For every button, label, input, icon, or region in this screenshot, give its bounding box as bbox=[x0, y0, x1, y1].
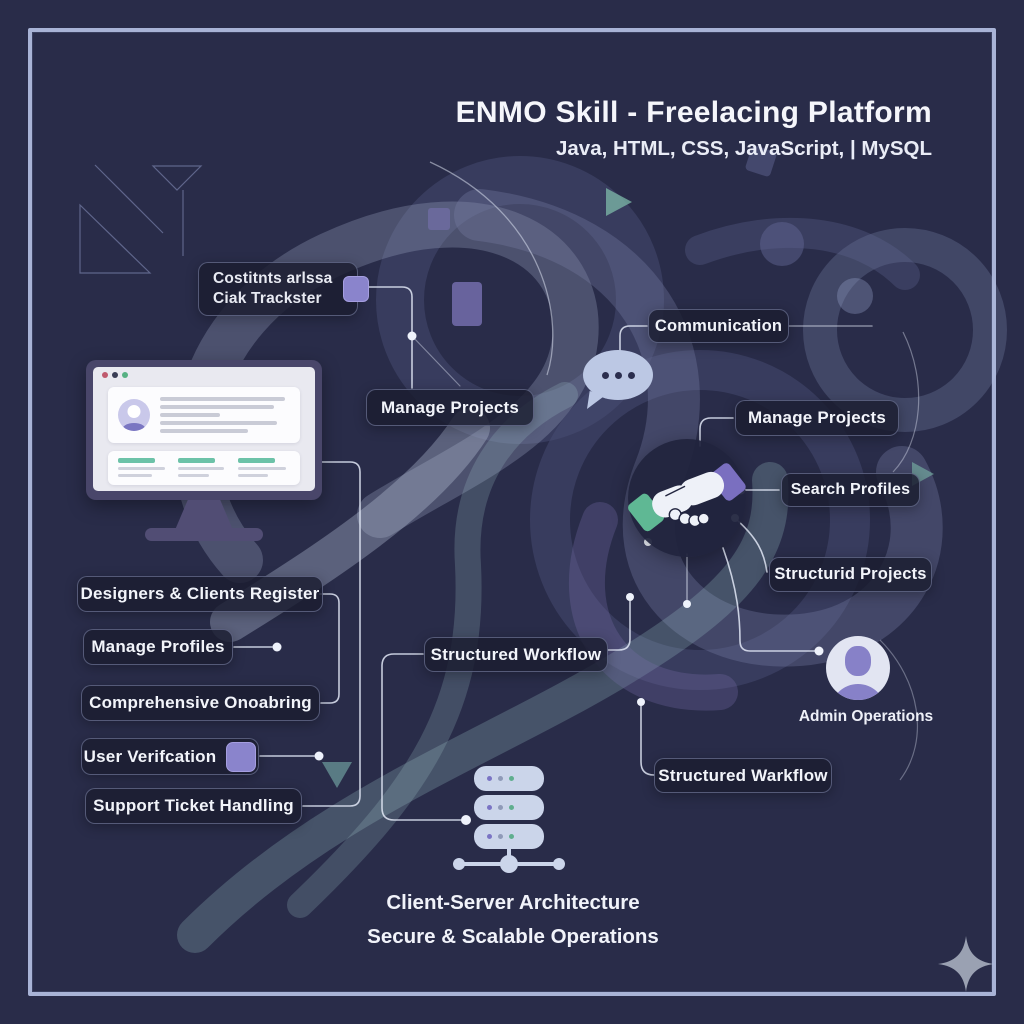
label-communication: Communication bbox=[648, 309, 789, 343]
sparkle-icon bbox=[938, 936, 994, 992]
label-manage-projects-right: Manage Projects bbox=[735, 400, 899, 436]
database-server-icon bbox=[474, 766, 544, 853]
chat-bubble-icon bbox=[583, 350, 653, 409]
label-manage-projects-left: Manage Projects bbox=[366, 389, 534, 426]
label-structured-workflow-right: Structured Warkflow bbox=[654, 758, 832, 793]
title-block: ENMO Skill - Freelacing Platform Java, H… bbox=[456, 96, 932, 161]
handshake-icon bbox=[628, 439, 746, 557]
label-search-profiles: Search Profiles bbox=[781, 473, 920, 507]
footer-line1: Client-Server Architecture bbox=[386, 891, 640, 914]
line-art-glyph bbox=[79, 164, 203, 274]
admin-operations-label: Admin Operations bbox=[798, 708, 934, 725]
label-structured-workflow-center: Structured Workflow bbox=[424, 637, 608, 672]
monitor-screen bbox=[93, 367, 315, 491]
footer-caption: Client-Server Architecture Secure & Scal… bbox=[153, 891, 873, 949]
monitor-bezel bbox=[86, 360, 322, 500]
label-user-verification: User Verifcation bbox=[81, 738, 259, 775]
label-comprehensive-onboarding: Comprehensive Onoabring bbox=[81, 685, 320, 721]
list-card bbox=[108, 451, 300, 485]
profile-card bbox=[108, 387, 300, 443]
page-subtitle: Java, HTML, CSS, JavaScript, | MySQL bbox=[556, 137, 932, 160]
server-network-icon bbox=[453, 846, 565, 873]
label-manage-profiles: Manage Profiles bbox=[83, 629, 233, 665]
monitor-base bbox=[145, 528, 263, 541]
monitor-stand bbox=[175, 500, 233, 530]
profile-avatar-icon bbox=[118, 399, 150, 431]
label-support-ticket-handling: Support Ticket Handling bbox=[85, 788, 302, 824]
label-designers-clients-register: Designers & Clients Register bbox=[77, 576, 323, 612]
footer-line2: Secure & Scalable Operations bbox=[367, 925, 659, 948]
label-structured-projects: Structurid Projects bbox=[769, 557, 932, 592]
label-task-tracker: Costitnts arlssa Ciak Trackster bbox=[198, 262, 369, 316]
page-title: ENMO Skill - Freelacing Platform bbox=[455, 96, 932, 129]
task-tracker-line2: Ciak Trackster bbox=[213, 290, 322, 307]
profile-text-lines bbox=[160, 397, 290, 433]
purple-chip-icon bbox=[342, 276, 369, 302]
task-tracker-line1: Costitnts arlssa bbox=[213, 269, 333, 287]
monitor-profile-mockup-icon bbox=[86, 360, 322, 560]
purple-chip-icon bbox=[226, 741, 257, 772]
window-traffic-lights-icon bbox=[102, 372, 128, 378]
person-avatar-icon bbox=[826, 636, 890, 700]
